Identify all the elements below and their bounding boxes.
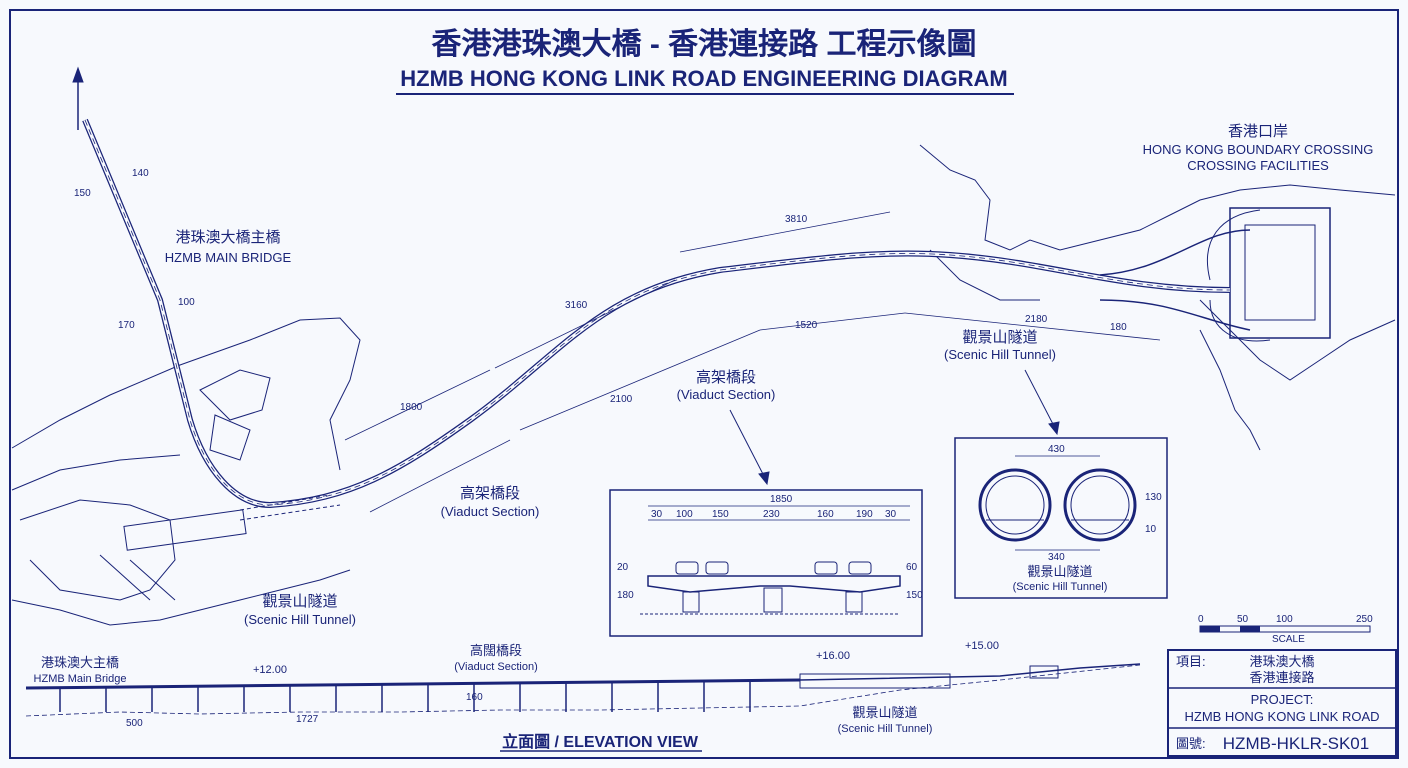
tunnel-low: 10 <box>1145 524 1157 535</box>
scale-tick: 250 <box>1356 614 1373 625</box>
scale-tick: 100 <box>1276 614 1293 625</box>
elevation-piers <box>59 680 751 712</box>
viaduct-part: 160 <box>817 509 834 520</box>
elev-main-bridge-zh: 港珠澳大主橋 <box>41 655 119 670</box>
title-zh: 香港港珠澳大橋 - 香港連接路 工程示像圖 <box>432 28 977 61</box>
tunnel2-label-zh: 觀景山隧道 <box>262 593 337 610</box>
viaduct-part: 100 <box>676 509 693 520</box>
viaduct-part: 230 <box>763 509 780 520</box>
elev-mark: 160 <box>466 692 483 703</box>
tunnel-bottom-width: 340 <box>1048 552 1065 563</box>
elev-mark: 1727 <box>296 714 319 725</box>
sheet-border <box>9 9 1399 759</box>
viaduct-height: 20 <box>617 562 629 573</box>
tunnel-caption-zh: 觀景山隧道 <box>1027 564 1092 579</box>
plan-dim-text: 1520 <box>795 320 818 331</box>
elevation-caption: 立面圖 / ELEVATION VIEW <box>502 732 699 751</box>
terrain-right <box>919 144 1396 451</box>
title-block-item-label: 項目: <box>1176 654 1206 669</box>
plan-dim-text: 1800 <box>400 402 423 413</box>
elev-viaduct-zh: 高闊橋段 <box>470 643 522 658</box>
elev-level: +16.00 <box>816 650 850 662</box>
scale-tick: 50 <box>1237 614 1249 625</box>
scale-tick: 0 <box>1198 614 1204 625</box>
elev-level: +12.00 <box>253 664 287 676</box>
plan-dim-lines <box>344 211 1161 513</box>
elev-level: +15.00 <box>965 640 999 652</box>
title-block-drawing-label: 圖號: <box>1176 736 1206 751</box>
boundary-label-en-2: CROSSING FACILITIES <box>1187 158 1329 173</box>
viaduct-height: 60 <box>906 562 918 573</box>
viaduct-part: 30 <box>651 509 663 520</box>
viaduct-label-en: (Viaduct Section) <box>677 387 776 402</box>
title-block-item-zh-2: 香港連接路 <box>1249 670 1314 685</box>
title-block-project-label: PROJECT: <box>1251 692 1314 707</box>
viaduct2-label-en: (Viaduct Section) <box>441 504 540 519</box>
title-block-project-name: HZMB HONG KONG LINK ROAD <box>1184 709 1379 724</box>
elevation-view <box>25 663 1141 717</box>
plan-dim-text: 180 <box>1110 322 1127 333</box>
viaduct-overall-width: 1850 <box>770 494 793 505</box>
tunnel-height: 130 <box>1145 492 1162 503</box>
viaduct-height: 150 <box>906 590 923 601</box>
elev-viaduct-en: (Viaduct Section) <box>454 661 538 673</box>
plan-dim-text: 2100 <box>610 394 633 405</box>
title-block-item-zh-1: 港珠澳大橋 <box>1249 654 1314 669</box>
viaduct-part: 150 <box>712 509 729 520</box>
title-block-drawing-no: HZMB-HKLR-SK01 <box>1223 734 1369 753</box>
boundary-label-en-1: HONG KONG BOUNDARY CROSSING <box>1143 142 1374 157</box>
viaduct-height: 180 <box>617 590 634 601</box>
plan-dim-text: 3160 <box>565 300 588 311</box>
viaduct2-label-zh: 高架橋段 <box>460 485 520 502</box>
title-block <box>1167 649 1397 757</box>
scale-bar: 0 50 100 250 SCALE <box>1198 614 1373 645</box>
title-en: HZMB HONG KONG LINK ROAD ENGINEERING DIA… <box>400 66 1007 91</box>
elev-tunnel-en: (Scenic Hill Tunnel) <box>838 723 933 735</box>
tunnel-top-width: 430 <box>1048 444 1065 455</box>
viaduct-part: 30 <box>885 509 897 520</box>
viaduct-part: 190 <box>856 509 873 520</box>
plan-dim-text: 150 <box>74 188 91 199</box>
tunnel2-label-en: (Scenic Hill Tunnel) <box>244 612 356 627</box>
leader-arrows <box>729 369 1060 486</box>
plan-dim-text: 2180 <box>1025 314 1048 325</box>
viaduct-label-zh: 高架橋段 <box>696 369 756 386</box>
elev-mark: 500 <box>126 718 143 729</box>
plan-dim-text: 140 <box>132 168 149 179</box>
tunnel-caption-en: (Scenic Hill Tunnel) <box>1013 581 1108 593</box>
plan-road <box>72 66 1251 521</box>
viaduct-cross-section: 1850 30 100 150 230 160 190 30 20 180 60… <box>609 489 923 637</box>
boundary-label-zh: 香港口岸 <box>1228 123 1288 140</box>
plan-dim-text: 3810 <box>785 214 808 225</box>
tunnel-label-en: (Scenic Hill Tunnel) <box>944 347 1056 362</box>
elev-tunnel-zh: 觀景山隧道 <box>852 705 917 720</box>
plan-dim-text: 170 <box>118 320 135 331</box>
tunnel-label-zh: 觀景山隧道 <box>962 329 1037 346</box>
scale-label: SCALE <box>1272 634 1305 645</box>
main-bridge-label-zh: 港珠澳大橋主橋 <box>175 229 280 246</box>
plan-dim-text: 100 <box>178 297 195 308</box>
elev-main-bridge-en: HZMB Main Bridge <box>34 673 127 685</box>
tunnel-cross-section: 430 340 130 10 觀景山隧道 (Scenic Hill Tunnel… <box>954 437 1168 599</box>
terrain-left <box>11 317 361 626</box>
main-bridge-label-en: HZMB MAIN BRIDGE <box>165 250 292 265</box>
